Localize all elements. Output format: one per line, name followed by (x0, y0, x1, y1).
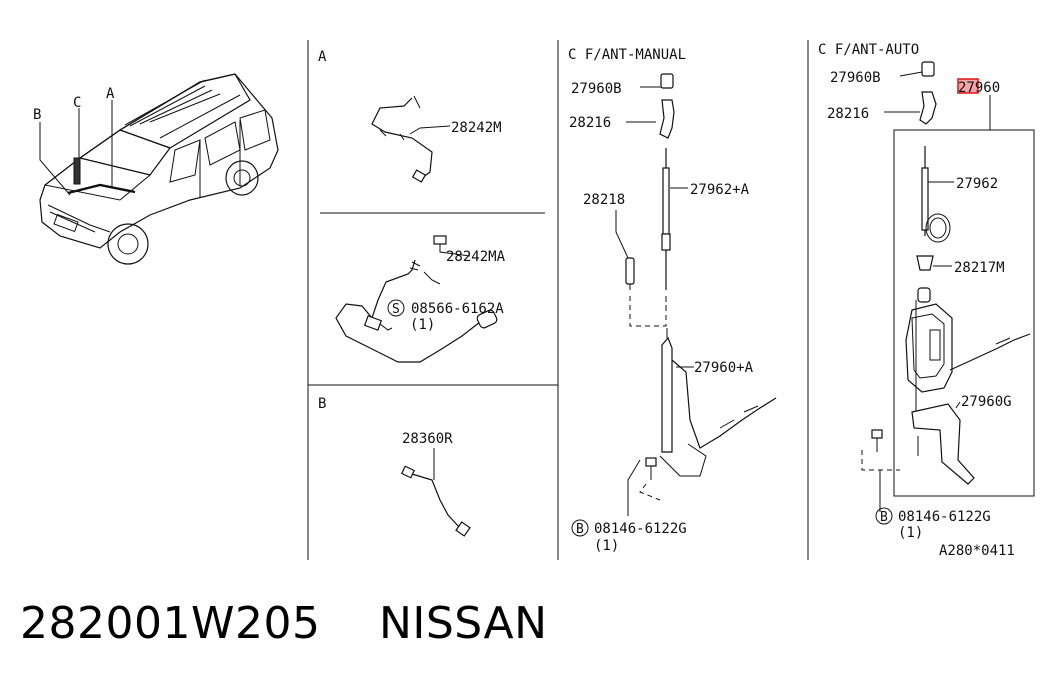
manual-bolt-code: 08146-6122G (594, 521, 687, 537)
section-c-auto-title: C F/ANT-AUTO (818, 42, 919, 58)
section-b-label: B (318, 396, 326, 412)
highlight-box (957, 78, 979, 94)
auto-27960-label: 27960 (958, 80, 1000, 96)
auto-antenna (861, 61, 1035, 512)
bolt-a-qty: (1) (410, 317, 435, 333)
vehicle-illustration (39, 73, 279, 265)
manual-bolt-symbol-circle (571, 519, 589, 537)
part-28242MA-label: 28242MA (446, 249, 506, 265)
footer-title: 282001W205 NISSAN (20, 598, 548, 649)
manual-28216-label: 28216 (569, 115, 611, 131)
auto-bolt-symbol: B (880, 510, 888, 525)
manual-bolt-symbol: B (576, 522, 584, 537)
footer-part-number: 282001W205 (20, 598, 321, 649)
vehicle-callout-b: B (33, 107, 41, 123)
manual-27962A-label: 27962+A (690, 182, 750, 198)
auto-27960B-label: 27960B (830, 70, 881, 86)
auto-27960G-label: 27960G (961, 394, 1012, 410)
section-a-label: A (318, 49, 327, 65)
manual-27960B-label: 27960B (571, 81, 622, 97)
section-c-manual-title: C F/ANT-MANUAL (568, 47, 686, 63)
diagram-code: A280*0411 (939, 543, 1015, 559)
harness-28242M (371, 95, 451, 183)
manual-bolt-qty: (1) (594, 538, 619, 554)
auto-27962-label: 27962 (956, 176, 998, 192)
part-28242M-label: 28242M (451, 120, 502, 136)
harness-28242MA (335, 235, 498, 363)
bolt-a-code: 08566-6162A (411, 301, 504, 317)
vehicle-callout-a: A (106, 86, 115, 102)
part-28360R-label: 28360R (402, 431, 453, 447)
harness-28360R (400, 448, 471, 537)
manual-antenna (615, 73, 777, 516)
bolt-a-symbol-circle (387, 299, 405, 317)
auto-28217M-label: 28217M (954, 260, 1005, 276)
auto-28216-label: 28216 (827, 106, 869, 122)
manual-28218-label: 28218 (583, 192, 625, 208)
panel-dividers (307, 40, 809, 560)
auto-bolt-symbol-circle (875, 507, 893, 525)
auto-bolt-qty: (1) (898, 525, 923, 541)
bolt-a-symbol: S (392, 302, 400, 317)
auto-bolt-code: 08146-6122G (898, 509, 991, 525)
vehicle-callout-c: C (73, 95, 81, 111)
footer-brand: NISSAN (378, 598, 548, 649)
manual-27960A-label: 27960+A (694, 360, 754, 376)
